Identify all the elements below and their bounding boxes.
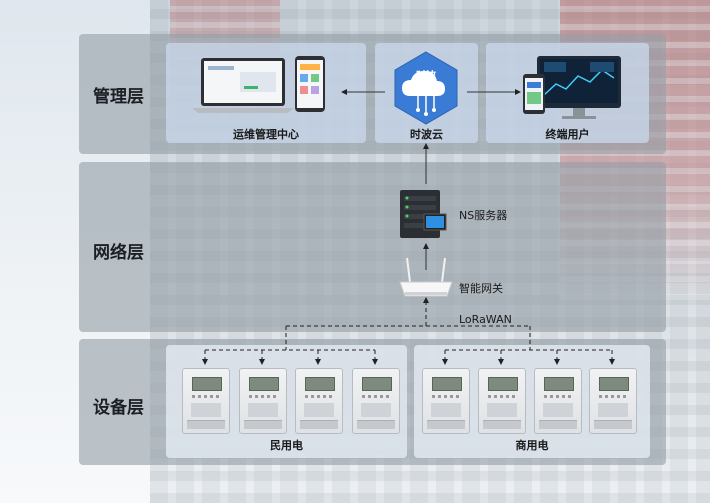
commercial-meter [422,368,470,434]
lorawan-bus-lines [205,300,612,351]
device-layer-label: 设备层 [93,398,144,418]
ns-server-icon [400,190,447,238]
residential-meter [352,368,400,434]
residential-meter [295,368,343,434]
gateway-icon [399,257,453,297]
residential-meter [182,368,230,434]
residential-meter [239,368,287,434]
commercial-meter [534,368,582,434]
residential-label: 民用电 [270,439,303,452]
commercial-meter [589,368,637,434]
commercial-label: 商用电 [515,439,549,452]
commercial-meter [478,368,526,434]
meter-drop-arrows [202,350,615,365]
lorawan-label: LoRaWAN [459,313,512,326]
cloud-hexagon-icon [394,51,458,125]
gateway-label: 智能网关 [459,282,503,295]
network-layer: 网络层 [79,162,666,332]
cloud-badge-text: 时波 [416,71,436,82]
end-user-label: 终端用户 [545,128,590,141]
cloud-label: 时波云 [410,128,443,141]
management-layer-label: 管理层 [93,87,144,107]
ops-center-label: 运维管理中心 [233,128,299,141]
network-layer-label: 网络层 [93,243,144,263]
ops-center-devices-icon [192,56,325,113]
ns-server-label: NS服务器 [459,209,508,222]
end-user-devices-icon [523,56,621,119]
